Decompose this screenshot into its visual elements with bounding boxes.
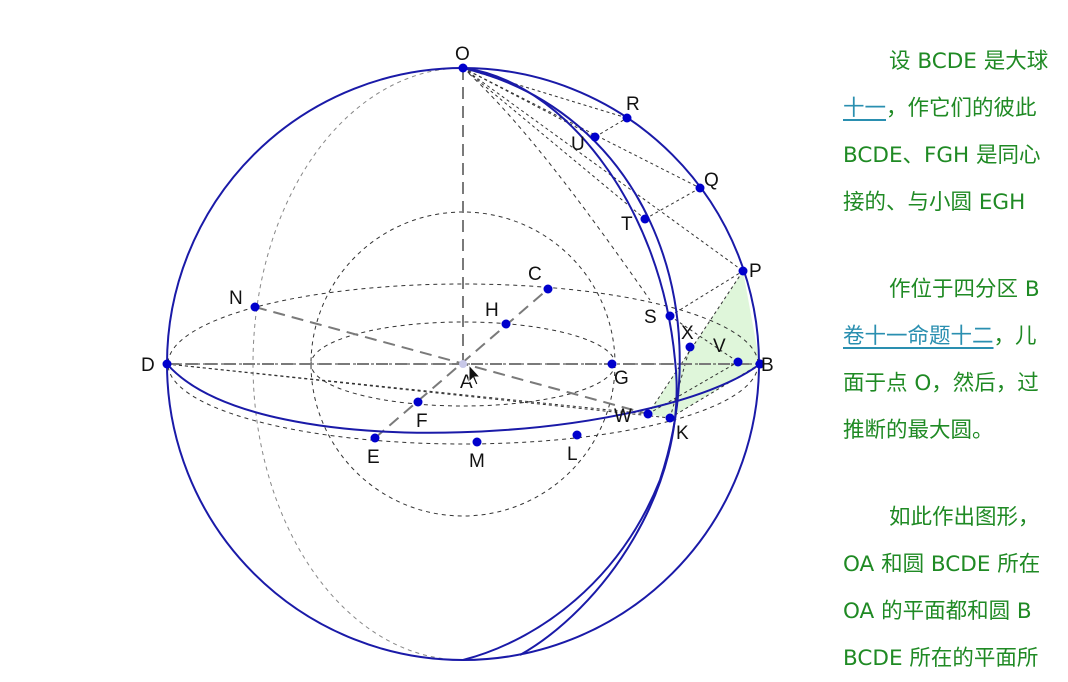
point-C bbox=[543, 284, 553, 294]
label-B: B bbox=[761, 355, 774, 376]
p2-line3: 面于点 O，然后，过 bbox=[843, 371, 1039, 396]
label-P: P bbox=[749, 261, 762, 282]
point-Q bbox=[695, 183, 705, 193]
label-O: O bbox=[455, 44, 470, 65]
p1-line2: 十一，作它们的彼此 bbox=[843, 85, 1068, 132]
point-E bbox=[370, 433, 380, 443]
p2-line2: 卷十一命题十二，儿 bbox=[843, 313, 1068, 360]
p1-line4: 接的、与小圆 EGH bbox=[843, 190, 1026, 215]
label-E: E bbox=[367, 447, 380, 468]
label-L: L bbox=[567, 444, 578, 465]
point-A bbox=[459, 360, 467, 368]
point-D bbox=[162, 359, 172, 369]
p1-line3: BCDE、FGH 是同心 bbox=[843, 143, 1041, 168]
point-W bbox=[643, 409, 653, 419]
point-N bbox=[250, 302, 260, 312]
point-P bbox=[738, 266, 748, 276]
point-K bbox=[665, 413, 675, 423]
p3-line3: OA 的平面都和圆 B bbox=[843, 599, 1032, 624]
point-H bbox=[501, 319, 511, 329]
label-K: K bbox=[676, 423, 689, 444]
text-panel: 设 BCDE 是大球 十一，作它们的彼此 BCDE、FGH 是同心 接的、与小圆… bbox=[843, 38, 1068, 682]
ref-link-book11-prop12[interactable]: 卷十一命题十二 bbox=[843, 324, 994, 349]
paragraph-2: 作位于四分区 B 卷十一命题十二，儿 面于点 O，然后，过 推断的最大圆。 bbox=[843, 266, 1068, 454]
label-X: X bbox=[681, 323, 694, 344]
point-V bbox=[733, 357, 743, 367]
point-B bbox=[755, 359, 765, 369]
p3-line4: BCDE 所在的平面所 bbox=[843, 646, 1039, 671]
label-D: D bbox=[141, 355, 155, 376]
label-R: R bbox=[626, 94, 640, 115]
point-R bbox=[622, 113, 632, 123]
mouse-cursor-icon bbox=[468, 363, 482, 386]
p1-line1: 设 BCDE 是大球 bbox=[889, 49, 1049, 74]
label-M: M bbox=[469, 451, 485, 472]
point-S bbox=[665, 311, 675, 321]
label-F: F bbox=[416, 411, 428, 432]
point-labels: O R U Q T P C N H S X V B D A G F W K E … bbox=[141, 44, 774, 472]
point-L bbox=[572, 430, 582, 440]
p1-line2-rest: ，作它们的彼此 bbox=[886, 96, 1037, 121]
point-G bbox=[607, 359, 617, 369]
point-T bbox=[640, 214, 650, 224]
shaded-region bbox=[648, 271, 760, 418]
label-T: T bbox=[621, 214, 633, 235]
point-X bbox=[685, 342, 695, 352]
point-O bbox=[458, 63, 468, 73]
label-V: V bbox=[713, 336, 726, 357]
label-Q: Q bbox=[704, 170, 719, 191]
p2-line1: 作位于四分区 B bbox=[889, 277, 1040, 302]
label-G: G bbox=[614, 368, 629, 389]
point-U bbox=[590, 132, 600, 142]
points bbox=[162, 63, 765, 447]
label-H: H bbox=[485, 300, 499, 321]
label-C: C bbox=[528, 264, 542, 285]
paragraph-1: 设 BCDE 是大球 十一，作它们的彼此 BCDE、FGH 是同心 接的、与小圆… bbox=[843, 38, 1068, 226]
p2-line4: 推断的最大圆。 bbox=[843, 418, 994, 443]
label-W: W bbox=[614, 406, 632, 427]
point-F bbox=[413, 397, 423, 407]
p3-line2: OA 和圆 BCDE 所在 bbox=[843, 552, 1041, 577]
p2-line2-rest: ，儿 bbox=[993, 324, 1037, 349]
point-M bbox=[472, 437, 482, 447]
paragraph-3: 如此作出图形， OA 和圆 BCDE 所在 OA 的平面都和圆 B BCDE 所… bbox=[843, 494, 1068, 682]
label-U: U bbox=[571, 134, 585, 155]
label-S: S bbox=[644, 307, 657, 328]
ref-link-shiyi[interactable]: 十一 bbox=[843, 96, 887, 121]
p3-line1: 如此作出图形， bbox=[889, 505, 1040, 530]
label-N: N bbox=[229, 288, 243, 309]
sphere-diagram: O R U Q T P C N H S X V B D A G F W K E … bbox=[141, 44, 774, 661]
